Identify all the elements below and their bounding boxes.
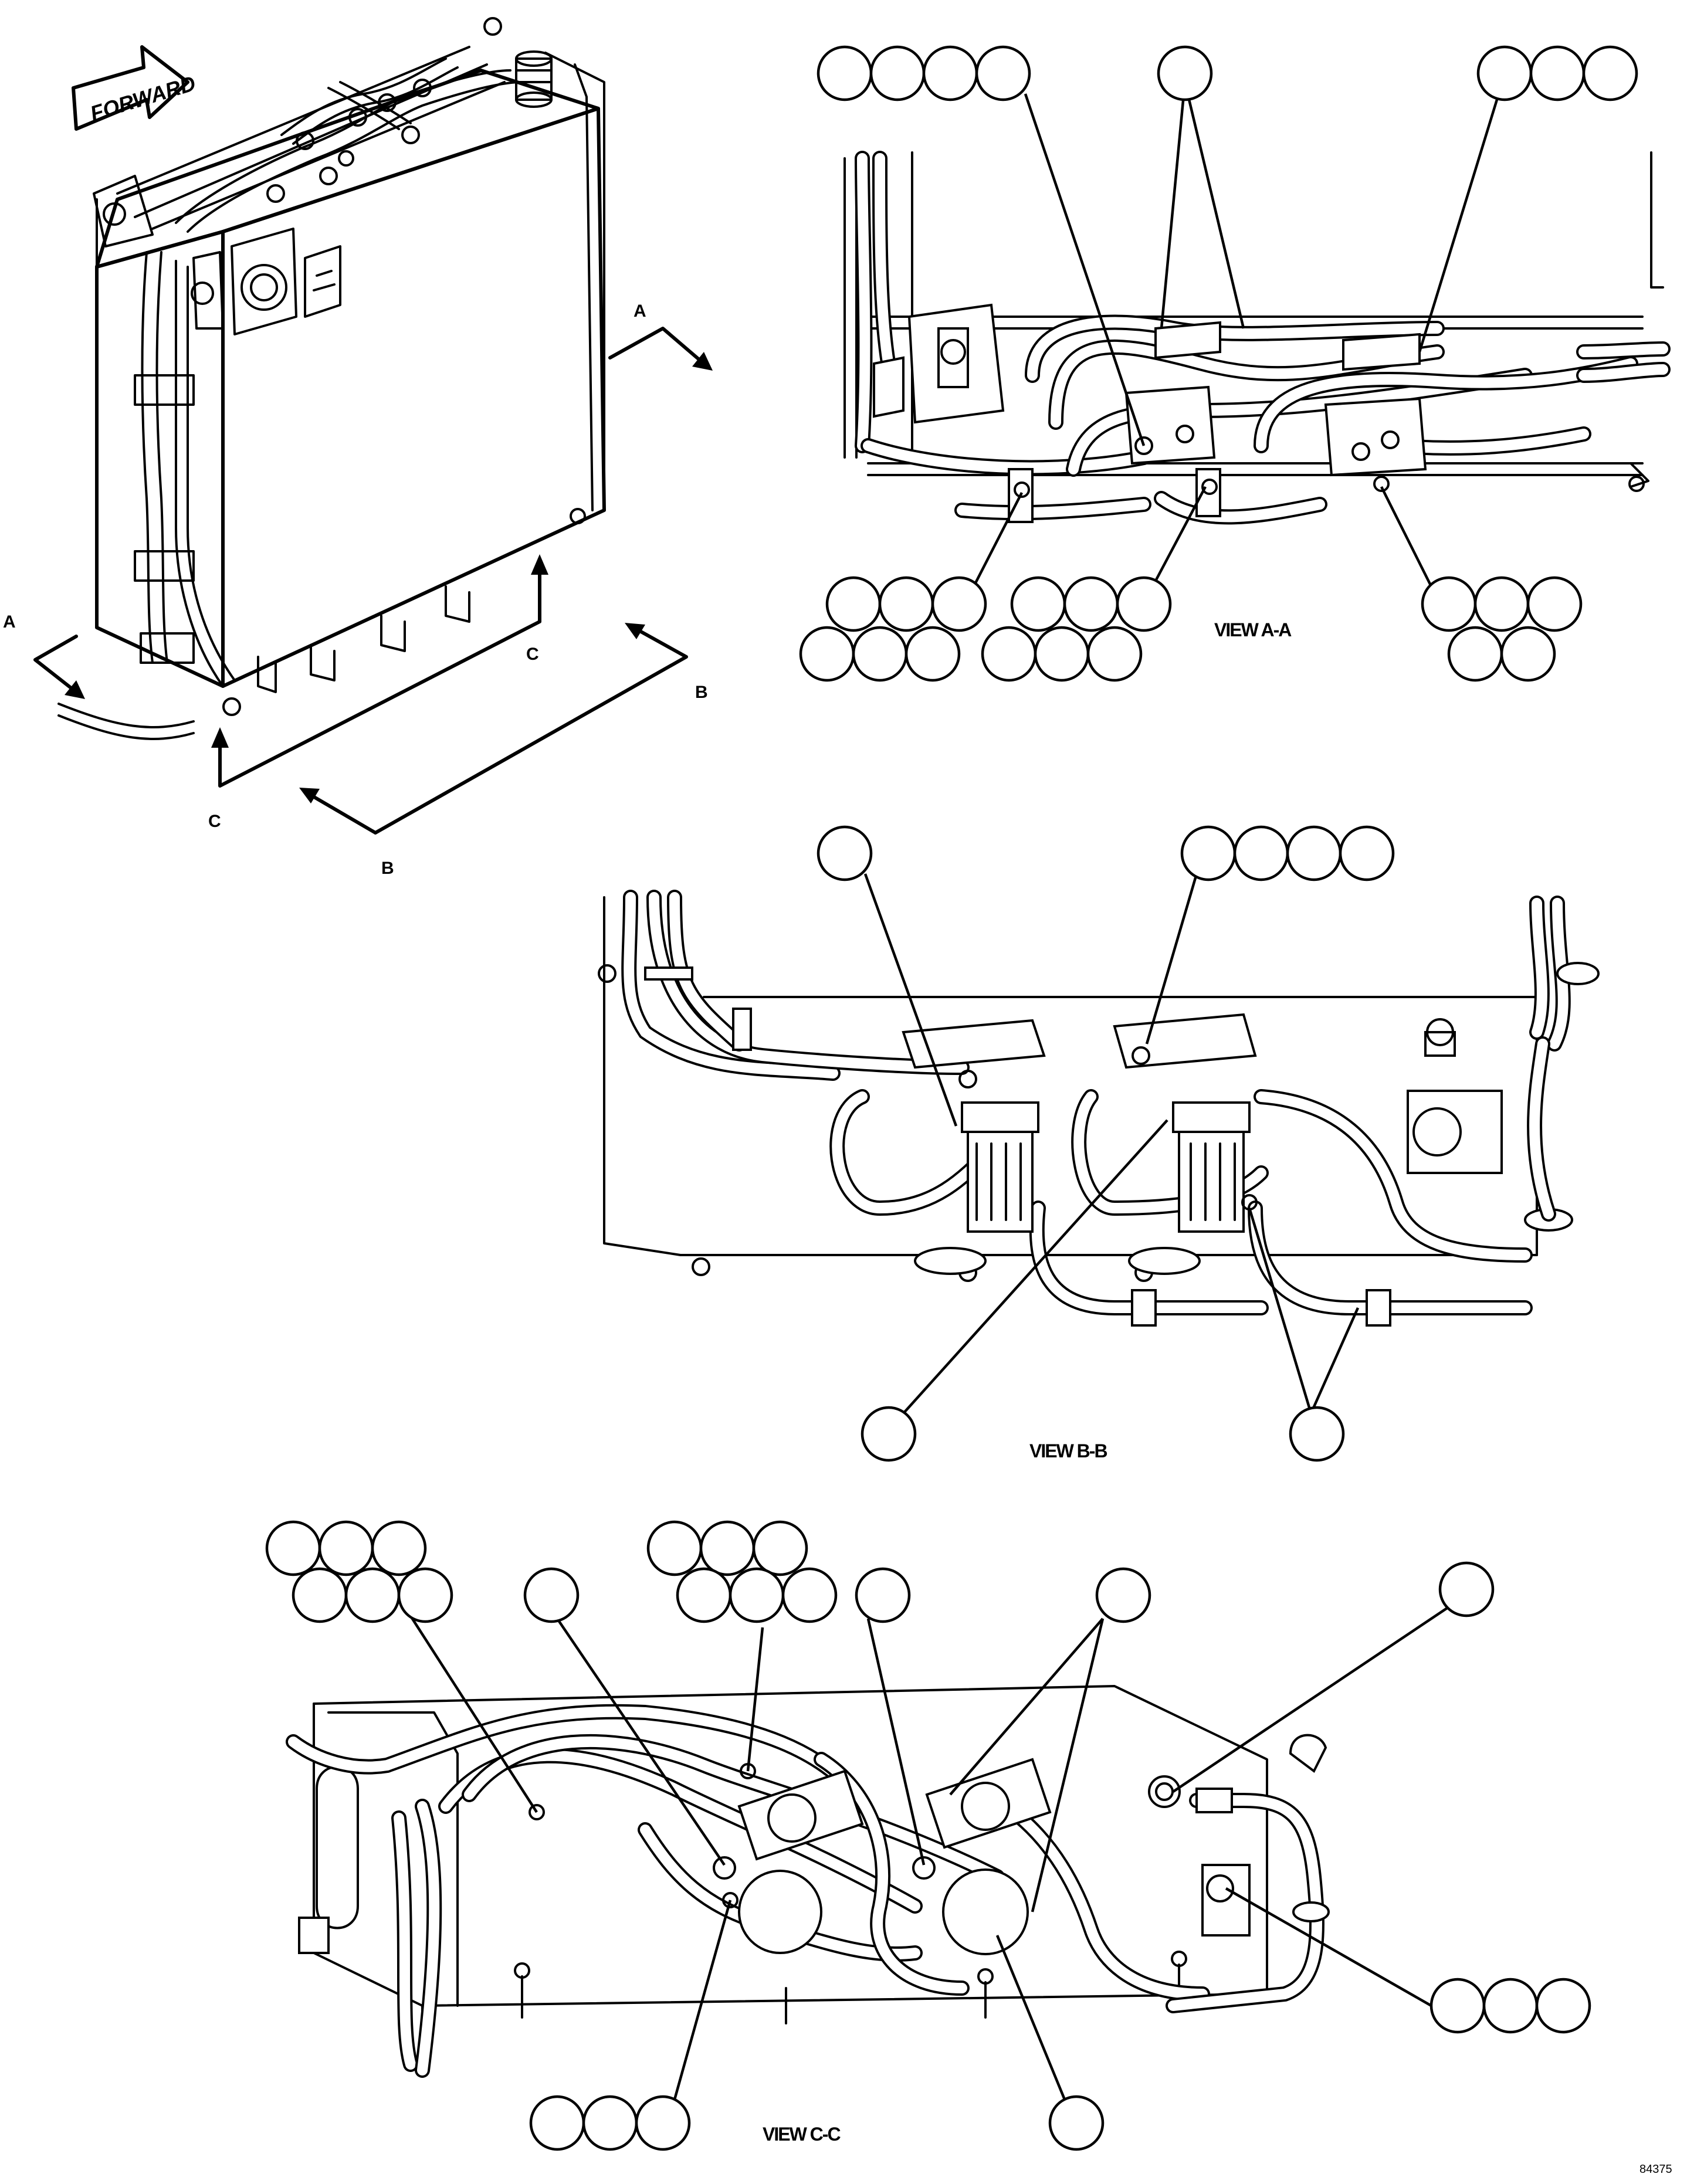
callout-group-cc-bottom-left <box>529 2095 691 2151</box>
callout-aa-top-center <box>1157 45 1213 101</box>
callout-group-cc-top-left <box>265 1520 453 1623</box>
callout-group-aa-top-right <box>1476 45 1638 101</box>
section-a-right-label: A <box>634 301 646 321</box>
section-b-right-label: B <box>695 683 708 702</box>
callout-cc-top-right <box>1438 1561 1495 1617</box>
section-marker-b: B B <box>299 623 708 878</box>
view-cc: VIEW C-C 84375 <box>265 1520 1672 2176</box>
section-marker-c: C C <box>208 554 548 831</box>
view-aa: VIEW A-A <box>799 45 1671 682</box>
callout-group-cc-right <box>1429 1978 1591 2034</box>
section-marker-a: A A <box>3 301 713 699</box>
isometric-overview: FORWARD <box>3 17 713 878</box>
callout-cc-top-4 <box>855 1567 911 1623</box>
callout-cc-top-5 <box>1095 1567 1151 1623</box>
callout-bb-top-left <box>817 825 873 881</box>
section-c-right-label: C <box>526 645 539 664</box>
view-cc-title: VIEW C-C <box>763 2124 841 2145</box>
callout-group-cc-top-center <box>646 1520 838 1623</box>
view-bb-title: VIEW B-B <box>1029 1440 1107 1461</box>
view-aa-title: VIEW A-A <box>1214 619 1292 640</box>
tank-assembly <box>57 17 606 740</box>
callout-group-aa-bottom-right <box>1421 576 1583 682</box>
callout-group-aa-top-left <box>817 45 1031 101</box>
section-a-left-label: A <box>3 612 16 632</box>
callout-cc-top-2 <box>523 1567 580 1623</box>
section-c-left-label: C <box>208 812 221 831</box>
callout-bb-bottom-right <box>1289 1406 1345 1462</box>
forward-arrow: FORWARD <box>72 45 198 131</box>
callout-bb-bottom-left <box>861 1406 917 1462</box>
callout-group-aa-bottom-center <box>981 576 1172 682</box>
callout-group-bb-top-center <box>1180 825 1395 881</box>
callout-cc-bottom-right <box>1048 2095 1105 2151</box>
figure-number: 84375 <box>1639 2163 1672 2176</box>
callout-group-aa-bottom-left <box>799 576 987 682</box>
section-b-left-label: B <box>381 859 394 878</box>
view-bb: VIEW B-B <box>598 825 1600 1462</box>
